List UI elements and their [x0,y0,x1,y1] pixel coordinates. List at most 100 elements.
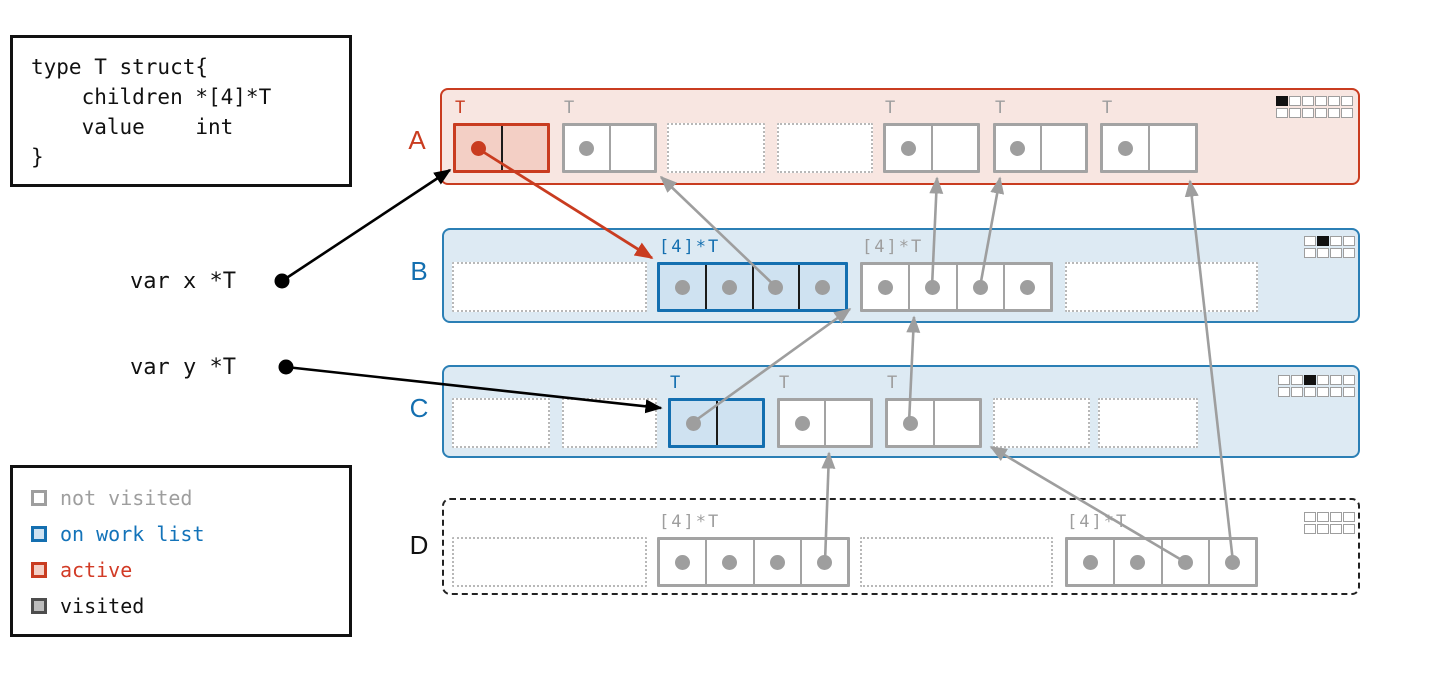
object-cell [705,540,752,584]
pointer-dot [579,140,595,156]
bitmap-bit [1343,524,1355,534]
object-cell [660,265,705,309]
free-slot [452,262,647,312]
object-cell [1113,540,1160,584]
heap-object [668,398,765,448]
object-cell [715,401,763,445]
legend: not visited on work list active visited [10,465,352,637]
pointer-dot [900,140,916,156]
object-type-label: T [885,98,898,118]
legend-label: active [60,558,133,582]
free-slot [562,398,657,448]
bitmap-bit [1317,524,1329,534]
span-label-D: D [409,530,429,560]
pointer-dot [1118,140,1133,156]
bitmap-bit [1304,387,1316,397]
bitmap-bit [1278,375,1290,385]
heap-object [453,123,550,173]
legend-item-active: active [31,552,349,588]
code-line: type T struct{ [31,55,209,79]
object-cell [799,540,847,584]
free-slot [1065,262,1258,312]
legend-item-visited: visited [31,588,349,624]
heap-object [657,262,848,312]
bitmap-bit [1343,236,1355,246]
arrow-origin-dot [278,359,294,375]
bitmap-bit [1291,375,1303,385]
object-cell [1039,126,1086,170]
bitmap-bit [1330,236,1342,246]
bitmap-bit [1276,108,1288,118]
bitmap-row [1278,387,1355,397]
object-cell [1160,540,1208,584]
heap-object [657,537,850,587]
bitmap-bit [1343,512,1355,522]
object-cell [886,126,931,170]
bitmap-bit [1328,96,1340,106]
heap-object [885,398,982,448]
free-slot [1098,398,1198,448]
bitmap-bit [1291,387,1303,397]
object-cell [1207,540,1255,584]
var-x-label: var x *T [130,269,236,294]
pointer-dot [1224,554,1240,570]
span-label-C: C [409,393,429,423]
pointer-dot [769,554,785,570]
heap-object [1100,123,1198,173]
code-line: value int [31,115,234,139]
pointer-dot [816,554,832,570]
bitmap-row [1278,375,1355,385]
arrow-origin-dot [274,273,290,289]
bitmap-bit [1343,375,1355,385]
free-slot [667,123,765,173]
pointer-dot [721,279,737,295]
legend-label: visited [60,594,145,618]
object-cell [930,126,978,170]
object-cell [996,126,1040,170]
object-cell [608,126,655,170]
pointer-dot [674,279,690,295]
bitmap-row [1304,524,1355,534]
bitmap-bit [1278,387,1290,397]
bitmap-bit [1330,512,1342,522]
bitmap-bit [1304,512,1316,522]
object-type-label: [4]*T [659,512,721,532]
free-slot [860,537,1053,587]
code-line: children *[4]*T [31,85,272,109]
bitmap-bit [1304,375,1316,385]
pointer-dot [902,415,918,431]
object-type-label: T [564,98,577,118]
bitmap-bit [1317,387,1329,397]
pointer-dot [675,554,691,570]
bitmap-bit [1343,248,1355,258]
object-cell [752,540,800,584]
bitmap-bit [1317,375,1329,385]
code-line: } [31,145,44,169]
bitmap-bit [1330,524,1342,534]
object-type-label: [4]*T [659,237,721,257]
object-cell [660,540,705,584]
bitmap-bit [1315,96,1327,106]
bitmap-bit [1341,96,1353,106]
object-type-label: T [887,373,900,393]
bitmap-bit [1315,108,1327,118]
legend-item-not-visited: not visited [31,480,349,516]
bitmap-bit [1302,96,1314,106]
bitmap-D [1304,512,1355,534]
object-cell [1148,126,1195,170]
bitmap-bit [1289,108,1301,118]
pointer-dot [1019,279,1035,295]
bitmap-bit [1317,512,1329,522]
pointer-dot [925,279,941,295]
bitmap-bit [1302,108,1314,118]
var-y-label: var y *T [130,355,236,380]
pointer-dot [1130,554,1146,570]
object-cell [456,126,501,170]
bitmap-bit [1304,236,1316,246]
bitmap-bit [1341,108,1353,118]
bitmap-bit [1328,108,1340,118]
object-cell [932,401,980,445]
bitmap-row [1304,236,1355,246]
bitmap-bit [1304,248,1316,258]
